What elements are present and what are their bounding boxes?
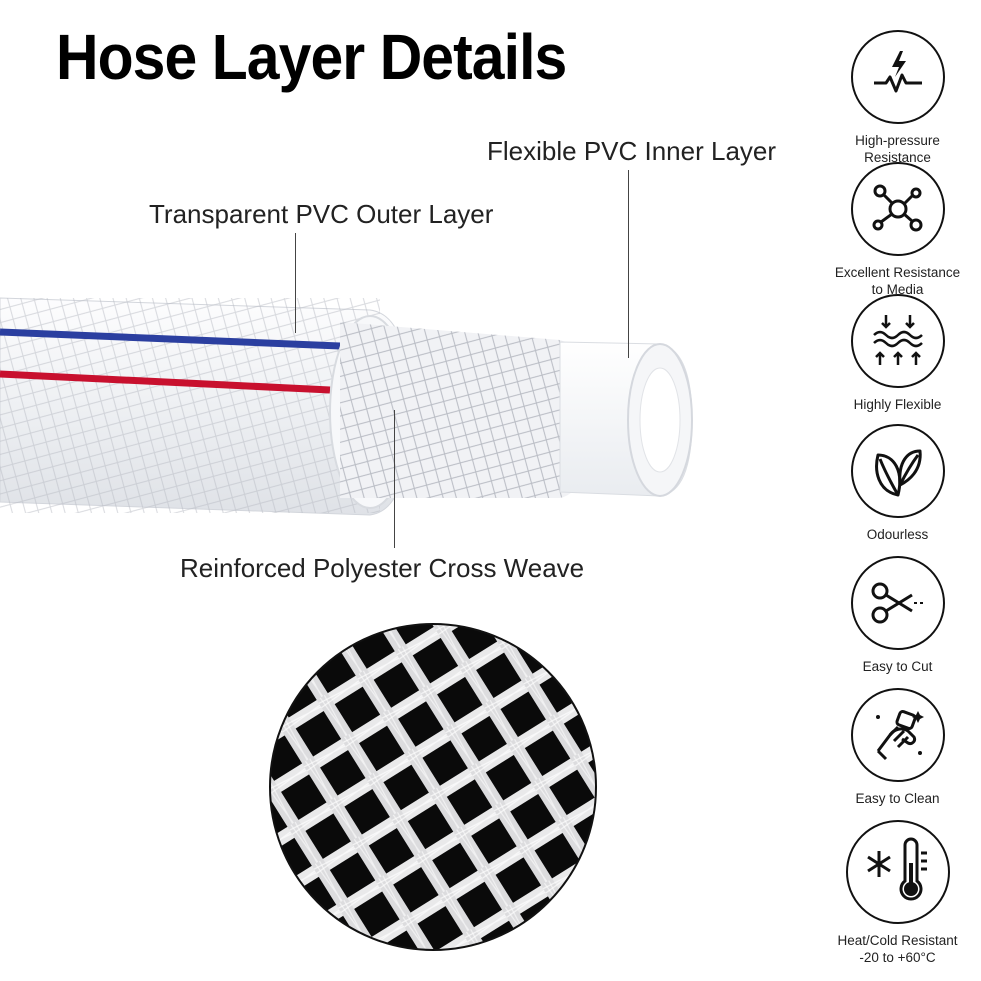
molecule-icon: [872, 184, 922, 232]
leader-line-outer: [295, 233, 296, 333]
feature-heat-cold: Heat/Cold Resistant -20 to +60°C: [820, 820, 975, 966]
leaves-icon: [874, 449, 922, 497]
feature-icon-circle: [850, 688, 945, 782]
feature-easy-cut: Easy to Cut: [820, 556, 975, 675]
page-title: Hose Layer Details: [56, 21, 567, 93]
feature-easy-clean: Easy to Clean: [820, 688, 975, 807]
outer-layer-label: Transparent PVC Outer Layer: [149, 199, 494, 229]
weave-layer-label: Reinforced Polyester Cross Weave: [180, 553, 585, 583]
blue-stripe: [0, 328, 341, 350]
thermometer-snowflake-icon: [866, 837, 927, 901]
inner-layer-label: Flexible PVC Inner Layer: [487, 136, 777, 166]
feature-caption-line1: High-pressure: [855, 133, 940, 148]
leader-line-weave: [394, 410, 395, 548]
feature-flexible: Highly Flexible: [820, 294, 975, 413]
feature-caption-line2: Resistance: [864, 150, 931, 165]
hose-illustration: [0, 297, 693, 516]
feature-icon-circle: [850, 294, 945, 388]
feature-icon-circle: [850, 424, 945, 518]
feature-caption-line1: Easy to Cut: [862, 659, 933, 674]
feature-media-resistance: Excellent Resistance to Media: [820, 162, 975, 298]
leader-line-inner: [628, 170, 629, 358]
feature-caption-line2: -20 to +60°C: [859, 950, 936, 965]
feature-icon-circle: [850, 162, 945, 256]
feature-caption-line1: Heat/Cold Resistant: [837, 933, 958, 948]
feature-caption-line1: Easy to Clean: [855, 791, 940, 806]
feature-icon-circle: [850, 556, 945, 650]
feature-caption-line2: to Media: [871, 282, 924, 297]
feature-icon-circle: [845, 820, 950, 924]
feature-caption-line1: Highly Flexible: [853, 397, 942, 412]
cleaning-hand-icon: [875, 710, 924, 761]
red-stripe: [0, 370, 331, 394]
scissors-icon: [871, 582, 926, 624]
lightning-pulse-icon: [873, 51, 922, 93]
flex-waves-icon: [872, 315, 923, 365]
weave-closeup-image: [269, 623, 597, 951]
feature-caption-line1: Odourless: [866, 527, 929, 542]
feature-odourless: Odourless: [820, 424, 975, 543]
feature-icon-circle: [850, 30, 945, 124]
feature-caption-line1: Excellent Resistance: [834, 265, 961, 280]
